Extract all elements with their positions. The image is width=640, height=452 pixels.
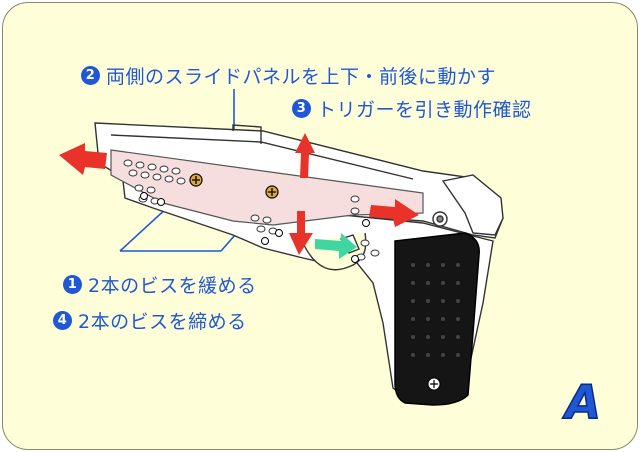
step-2-text: 両側のスライドパネルを上下・前後に動かす	[106, 66, 497, 88]
movement-arrows	[59, 133, 419, 255]
gold-screw-left	[189, 173, 203, 187]
step-2-caption: 2 両側のスライドパネルを上下・前後に動かす	[81, 62, 496, 89]
step-4-text: 2本のビスを締める	[78, 311, 247, 333]
grip	[394, 232, 480, 406]
step-3-badge: 3	[292, 99, 311, 118]
step-3-text: トリガーを引き動作確認	[317, 99, 532, 121]
grip-screw-slot	[430, 380, 438, 388]
trigger-arrow	[315, 233, 357, 259]
grip-texture	[411, 263, 460, 357]
step-1-caption: 1 2本のビスを緩める	[63, 271, 257, 298]
hammer-body	[441, 174, 504, 236]
figure-label: A	[565, 374, 602, 430]
rear-sight	[232, 124, 262, 144]
step-4-caption: 4 2本のビスを締める	[53, 307, 247, 334]
step-4-badge: 4	[53, 311, 72, 330]
step-3-caption: 3 トリガーを引き動作確認	[292, 95, 532, 122]
hammer-pin-center	[436, 215, 444, 223]
arrow-left	[59, 143, 107, 175]
pistol-diagram	[59, 89, 504, 406]
grip-panel	[394, 232, 480, 406]
gold-screw-right	[265, 185, 279, 199]
step-1-badge: 1	[63, 275, 82, 294]
step-1-text: 2本のビスを緩める	[88, 275, 257, 297]
frame-screws	[140, 192, 370, 263]
arrow-down	[289, 211, 313, 255]
arrow-up	[295, 133, 315, 178]
slide-panel	[110, 149, 424, 226]
arrow-right	[369, 199, 419, 227]
hammer	[432, 174, 504, 236]
step-2-badge: 2	[81, 66, 100, 85]
